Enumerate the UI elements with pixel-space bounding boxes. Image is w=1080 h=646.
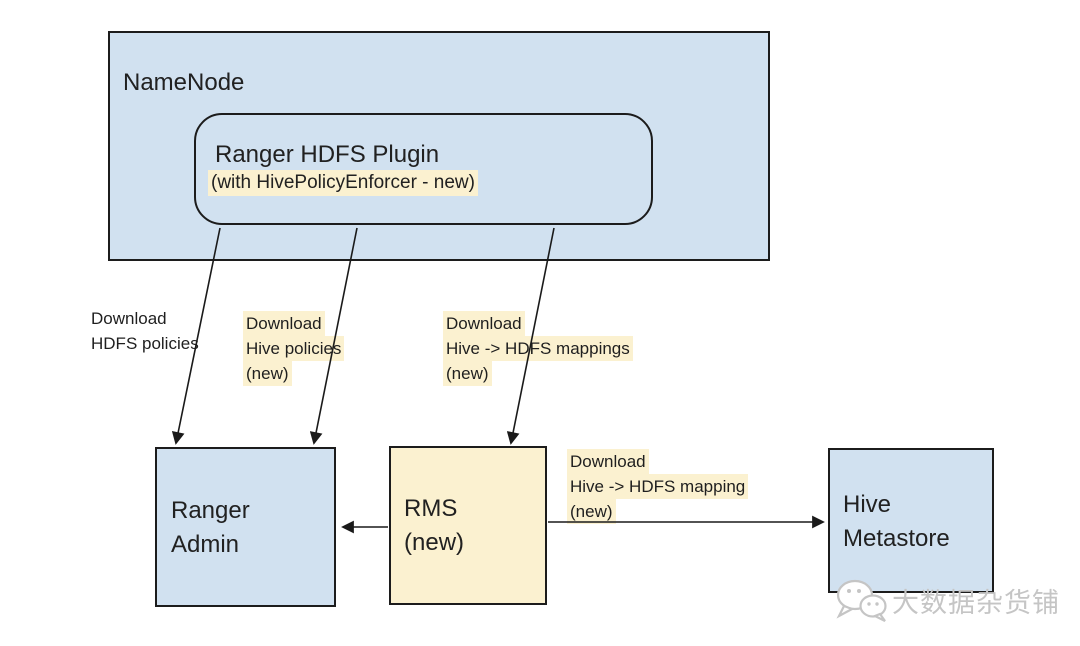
label-line: Download [243,311,325,336]
label-download-hive-hdfs-mapping: Download Hive -> HDFS mapping (new) [567,449,749,524]
label-line: Admin [171,531,240,558]
label-line: Hive [843,491,892,518]
label-download-hdfs-policies: Download HDFS policies [91,306,199,356]
label-line: Hive policies [243,336,345,361]
label-line: (new) [243,361,292,386]
rms-box [389,446,547,605]
hive-metastore-box [828,448,994,593]
hive-metastore-label: Hive Metastore [843,488,950,556]
label-line: Hive -> HDFS mappings [443,336,633,361]
label-line: Download [91,309,167,328]
ranger-admin-label: Ranger Admin [171,494,250,562]
highlighted-text: (with HivePolicyEnforcer - new) [208,170,478,196]
label-line: RMS [404,495,458,522]
ranger-admin-box [155,447,336,607]
watermark: 大数据杂货铺 [834,577,1060,623]
label-line: Ranger [171,497,250,524]
label-line: (new) [443,361,492,386]
label-line: HDFS policies [91,334,199,353]
rms-label: RMS (new) [404,492,464,560]
ranger-hdfs-plugin-box [194,113,653,225]
label-line: Hive -> HDFS mapping [567,474,749,499]
label-line: (new) [404,529,465,556]
namenode-label: NameNode [123,69,245,96]
ranger-hdfs-plugin-subtitle: (with HivePolicyEnforcer - new) [208,170,478,196]
label-line: Metastore [843,525,950,552]
watermark-text: 大数据杂货铺 [892,587,1060,619]
label-line: Download [567,449,649,474]
label-download-hive-policies: Download Hive policies (new) [243,311,345,386]
wechat-icon [836,579,887,622]
label-download-hive-hdfs-mappings: Download Hive -> HDFS mappings (new) [443,311,633,386]
label-line: Download [443,311,525,336]
label-line: (new) [567,499,616,524]
ranger-hdfs-plugin-title: Ranger HDFS Plugin [215,141,440,168]
